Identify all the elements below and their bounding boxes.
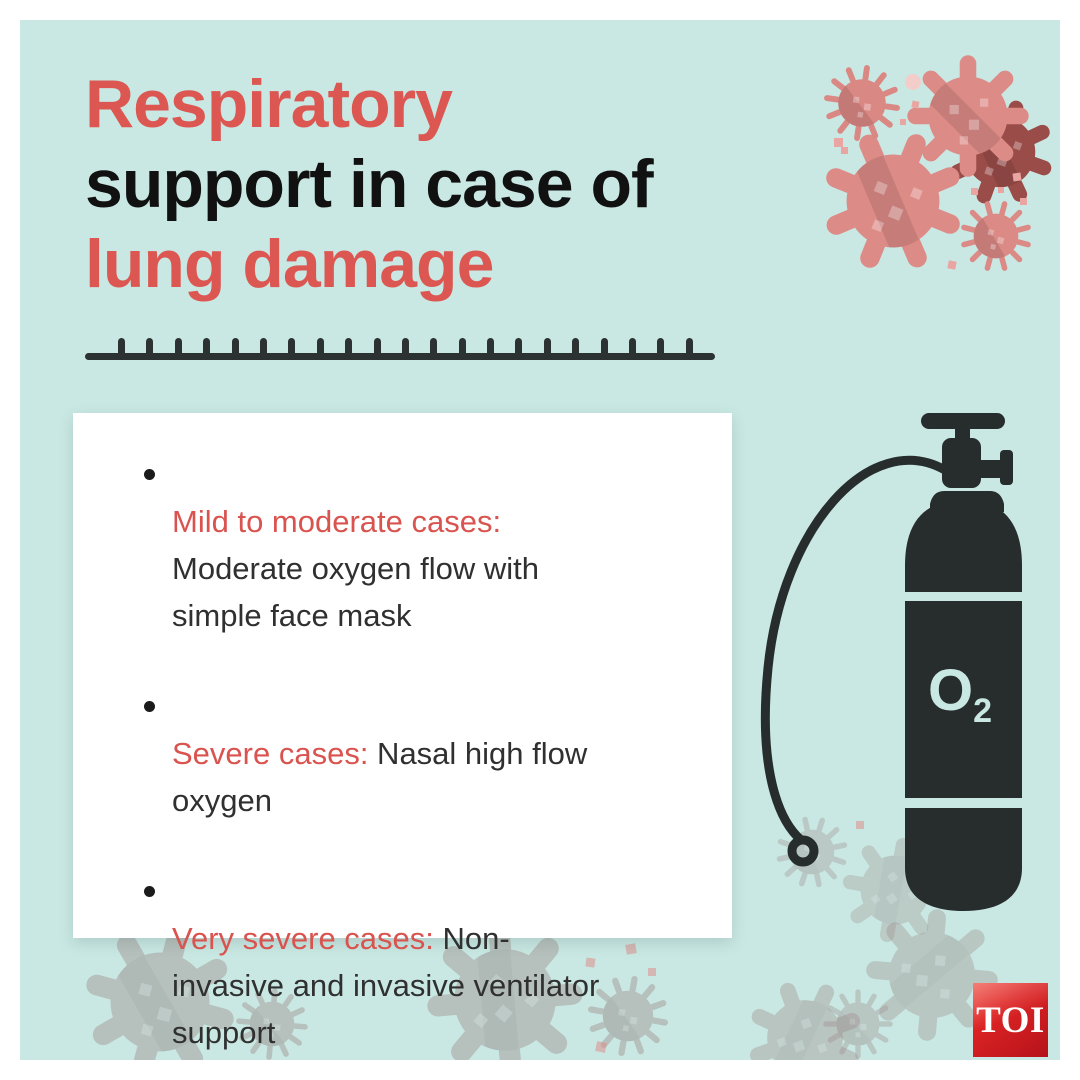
virus-icon (907, 55, 1028, 176)
faded-virus-cluster (67, 805, 1003, 1060)
ruler-tick (118, 338, 125, 355)
page-title: Respiratory support in case of lung dama… (85, 64, 654, 304)
ruler-tick (203, 338, 211, 355)
list-item: Very severe cases: Non- invasive and inv… (144, 868, 726, 1056)
oxygen-hose (760, 455, 950, 845)
ruler-divider-icon (85, 334, 715, 360)
virus-dot (905, 74, 921, 90)
ruler-tick (316, 338, 324, 355)
ruler-tick (629, 338, 637, 355)
ruler-tick (259, 338, 267, 355)
ruler-tick (600, 338, 608, 355)
bullet-text: Moderate oxygen flow with simple face ma… (172, 551, 540, 633)
bullet-dot (144, 469, 155, 480)
valve-handle (921, 413, 1005, 429)
ruler-tick (373, 338, 381, 355)
background-panel: O2 Respiratory support i (20, 20, 1060, 1060)
title-line-1: Respiratory (85, 66, 453, 142)
bullet-text: Nasal high flow oxygen (172, 736, 588, 818)
illustration-layer: O2 (20, 20, 1060, 1060)
toi-logo-text: TOI (976, 999, 1045, 1041)
bullet-text: Non- invasive and invasive ventilator su… (172, 921, 600, 1050)
ruler-tick (174, 338, 182, 355)
title-line-2: support in case of (85, 146, 654, 222)
virus-cluster (800, 55, 1060, 294)
bullet-label: Severe cases: (172, 736, 369, 771)
bullet-label: Mild to moderate cases: (172, 504, 502, 539)
virus-icon (760, 805, 857, 902)
ruler-tick (572, 338, 580, 355)
ruler-tick (401, 338, 409, 355)
bullet-list: Mild to moderate cases: Moderate oxygen … (73, 413, 732, 1056)
ruler-tick (657, 338, 665, 355)
title-line-3: lung damage (85, 226, 494, 302)
oxygen-label: O2 (928, 658, 992, 730)
virus-dot (585, 821, 864, 1053)
ruler-tick (685, 338, 693, 355)
ruler-tick (231, 338, 239, 355)
ruler-tick (543, 338, 551, 355)
virus-icon (812, 59, 905, 152)
bullet-dot (144, 886, 155, 897)
ruler-tick (458, 338, 466, 355)
list-item: Severe cases: Nasal high flow oxygen (144, 683, 726, 824)
ruler-ticks (118, 338, 693, 355)
hose-loop (787, 835, 819, 867)
bullet-dot (144, 701, 155, 712)
ruler-tick (487, 338, 495, 355)
toi-logo: TOI (973, 983, 1048, 1057)
ruler-tick (146, 338, 154, 355)
ruler-tick (288, 338, 296, 355)
ruler-line (85, 353, 715, 360)
virus-dot (834, 100, 1027, 270)
ruler-tick (430, 338, 438, 355)
list-item: Mild to moderate cases: Moderate oxygen … (144, 451, 726, 639)
valve-body (942, 438, 981, 488)
ruler-tick (345, 338, 353, 355)
oxygen-cylinder-icon: O2 (760, 413, 1027, 911)
bullet-label: Very severe cases: (172, 921, 434, 956)
content-card: Mild to moderate cases: Moderate oxygen … (73, 413, 732, 1050)
cylinder-body (905, 500, 1022, 911)
ruler-tick (515, 338, 523, 355)
